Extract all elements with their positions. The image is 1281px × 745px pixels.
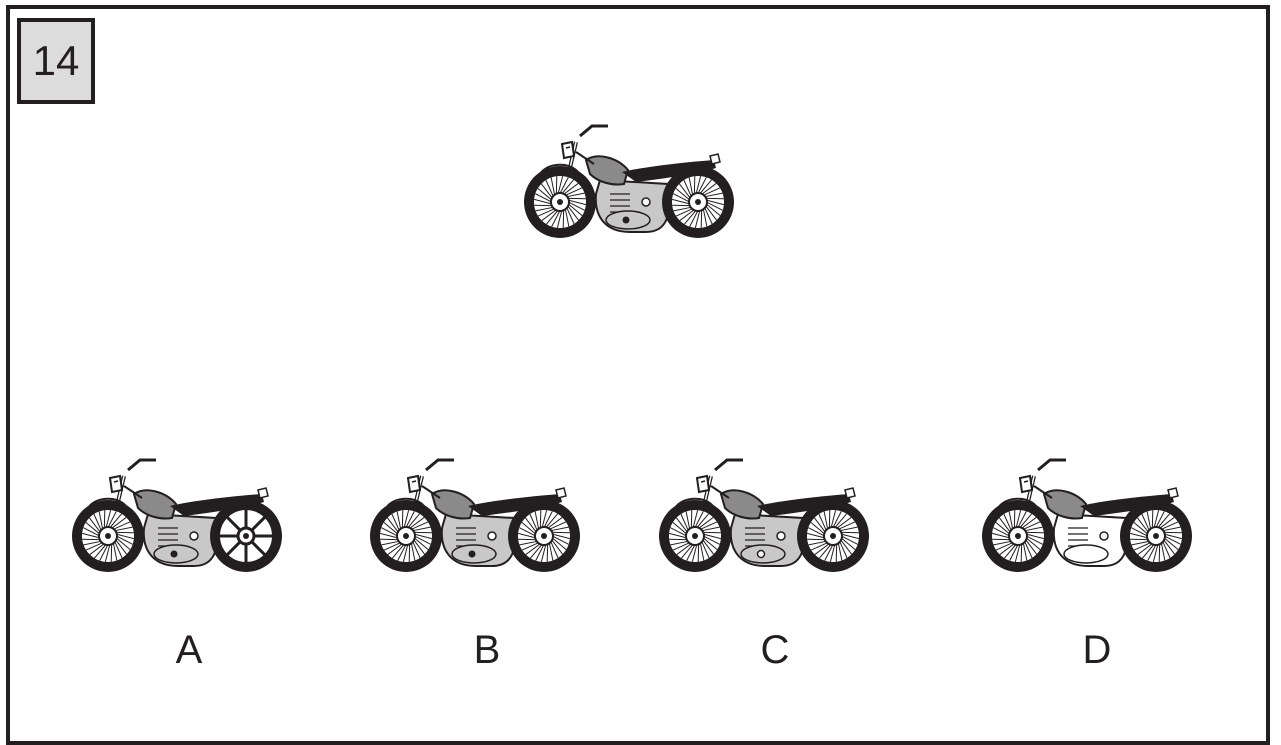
front-wheel	[524, 166, 596, 238]
engine-bolt	[1099, 531, 1109, 541]
rear-wheel	[210, 500, 282, 572]
handlebar	[714, 458, 743, 472]
rim-edge	[990, 508, 1046, 564]
seat	[170, 494, 264, 516]
frame-tube	[710, 485, 730, 499]
front-wheel	[72, 500, 144, 572]
frame-tube	[575, 151, 595, 165]
cast-spoke	[249, 515, 267, 533]
hub-center	[403, 533, 409, 539]
front-mudguard	[87, 497, 127, 509]
rim-edge	[516, 508, 572, 564]
headlight-detail	[700, 480, 706, 483]
rim-edge	[532, 174, 588, 230]
fuel-tank	[1042, 489, 1088, 520]
hub-center	[557, 199, 563, 205]
handlebar	[425, 458, 454, 472]
cast-spoke	[249, 539, 267, 557]
tail-light	[1167, 487, 1179, 499]
tail-light	[555, 487, 567, 499]
hub-center	[1015, 533, 1021, 539]
hub-center	[541, 533, 547, 539]
engine-dot	[756, 549, 766, 559]
front-mudguard	[385, 497, 425, 509]
hub-center	[1153, 533, 1159, 539]
rear-wheel	[797, 500, 869, 572]
hub-center	[695, 199, 701, 205]
fuel-tank	[430, 489, 476, 520]
reference-motorcycle	[524, 124, 734, 238]
option-d-motorcycle[interactable]	[976, 456, 1216, 586]
engine-dot	[170, 550, 178, 558]
frame-tube	[1033, 485, 1053, 499]
option-a-motorcycle[interactable]	[66, 456, 306, 586]
tail-light	[844, 487, 856, 499]
hub-center	[830, 533, 836, 539]
hub-center	[692, 533, 698, 539]
front-mudguard	[997, 497, 1037, 509]
option-b-label[interactable]: B	[473, 628, 501, 672]
headlight	[695, 474, 711, 494]
rim-edge	[1128, 508, 1184, 564]
option-b-motorcycle[interactable]	[364, 456, 604, 586]
headlight-detail	[1023, 480, 1029, 483]
option-a-label[interactable]: A	[175, 628, 203, 672]
engine-bolt	[487, 531, 497, 541]
rim-edge	[805, 508, 861, 564]
engine-dot	[468, 550, 476, 558]
rear-wheel	[508, 500, 580, 572]
headlight	[560, 140, 576, 160]
hub-center	[105, 533, 111, 539]
engine-bolt	[776, 531, 786, 541]
option-d-label[interactable]: D	[1082, 628, 1112, 672]
headlight	[1018, 474, 1034, 494]
frame-tube	[421, 485, 441, 499]
handlebar	[1037, 458, 1066, 472]
seat	[468, 494, 562, 516]
front-mudguard	[539, 163, 579, 175]
headlight-detail	[113, 480, 119, 483]
handlebar	[579, 124, 608, 138]
front-wheel	[982, 500, 1054, 572]
headlight	[406, 474, 422, 494]
seat	[622, 160, 716, 182]
option-c-motorcycle[interactable]	[653, 456, 893, 586]
handlebar	[127, 458, 156, 472]
engine-dot	[622, 216, 630, 224]
tail-light	[709, 153, 721, 165]
cast-spoke	[225, 539, 243, 557]
frame-tube	[123, 485, 143, 499]
fuel-tank	[584, 155, 630, 186]
fuel-tank	[132, 489, 178, 520]
rim-edge	[80, 508, 136, 564]
rear-wheel	[1120, 500, 1192, 572]
rim-edge	[378, 508, 434, 564]
crankcase	[1063, 544, 1109, 564]
front-mudguard	[674, 497, 714, 509]
front-wheel	[659, 500, 731, 572]
front-wheel	[370, 500, 442, 572]
question-number: 14	[17, 18, 95, 104]
headlight	[108, 474, 124, 494]
seat	[1080, 494, 1174, 516]
hub-center	[243, 533, 249, 539]
rim-edge	[670, 174, 726, 230]
seat	[757, 494, 851, 516]
engine-bolt	[641, 197, 651, 207]
cast-spoke	[225, 515, 243, 533]
fuel-tank	[719, 489, 765, 520]
engine-bolt	[189, 531, 199, 541]
option-c-label[interactable]: C	[760, 628, 790, 672]
tail-light	[257, 487, 269, 499]
headlight-detail	[411, 480, 417, 483]
rim-edge	[667, 508, 723, 564]
headlight-detail	[565, 146, 571, 149]
rear-wheel	[662, 166, 734, 238]
